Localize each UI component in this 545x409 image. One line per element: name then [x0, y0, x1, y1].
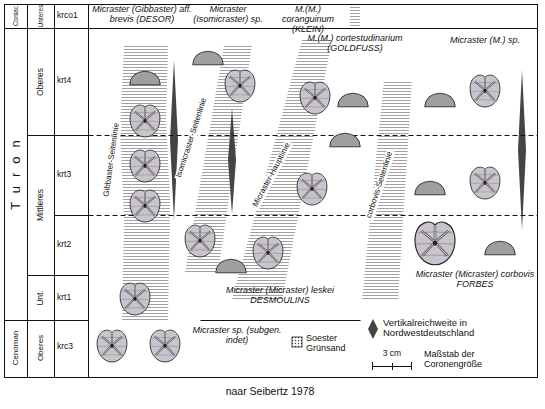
dashed-line: [89, 135, 538, 136]
table-lines: [5, 5, 538, 378]
top-view: [470, 167, 500, 199]
range-bar: [518, 70, 526, 230]
lineage-name: Micraster-Hauptlinie: [250, 140, 293, 210]
top-view: [150, 330, 180, 362]
row-line: [5, 320, 89, 321]
gibbaster-band: [120, 45, 170, 322]
species-name: Micraster (Gibbaster) aff. brevis (DESOR…: [92, 5, 192, 25]
scale-bar: [372, 362, 412, 370]
species-name: Micraster sp. (subgen. indet): [188, 326, 286, 346]
scale-value: 3 cm: [372, 349, 412, 358]
range-bars: [170, 60, 526, 230]
zone-code: krco1: [57, 11, 87, 20]
side-view: [485, 241, 516, 255]
greensand-symbol: [292, 337, 302, 347]
substage-name: Oberes: [36, 68, 45, 96]
side-view: [193, 51, 224, 65]
row-line: [55, 215, 89, 216]
species-name: Micraster (M.) sp.: [448, 36, 522, 46]
side-view: [415, 181, 446, 195]
lineage-name: Isomicraster-Seitenlinie: [174, 95, 209, 181]
lineage-name: Gibbaster-Seitenlinie: [102, 121, 122, 200]
range-symbol: [368, 319, 378, 339]
lineage-bands: [120, 6, 412, 322]
legend-text: Maßstab der Coronengröße: [424, 350, 532, 370]
top-view: [130, 105, 160, 137]
stage-name: Cenoman: [12, 331, 21, 366]
side-view: [425, 93, 456, 107]
species-name: Micraster (Micraster) leskei DESMOULINS: [204, 286, 356, 306]
top-view: [185, 225, 215, 257]
legend-text: Soester Grünsand: [306, 334, 362, 354]
row-line: [28, 275, 89, 276]
top-view: [97, 330, 127, 362]
zone-code: krt2: [57, 240, 87, 249]
top-view: [415, 222, 455, 265]
top-view: [470, 75, 500, 107]
column-line: [54, 5, 55, 378]
substage-name: Oberes: [37, 335, 46, 361]
zone-code: krc3: [57, 342, 87, 351]
top-view: [225, 70, 255, 102]
substage-name: Unt.: [36, 290, 45, 306]
top-view: [120, 283, 150, 315]
species-name: M.(M.) cortestudinarium (GOLDFUSS): [298, 34, 412, 54]
zone-code: krt1: [57, 293, 87, 302]
column-line: [27, 5, 28, 378]
side-view: [130, 71, 161, 85]
zone-code: krt3: [57, 170, 87, 179]
coranguinum-band: [350, 6, 360, 28]
side-view: [338, 93, 369, 107]
stage-name: Turon: [9, 131, 23, 218]
range-bar: [170, 60, 178, 220]
frame: [5, 5, 538, 378]
column-line: [88, 5, 89, 378]
row-line: [5, 28, 538, 29]
top-view: [297, 173, 327, 205]
substage-name: Mittleres: [36, 189, 45, 221]
top-view: [130, 190, 160, 222]
lineage-name: corbovis-Seitenlinie: [364, 149, 395, 222]
species-name: Micraster (Isomicraster) sp.: [186, 5, 270, 25]
caption: naar Seibertz 1978: [120, 386, 420, 398]
stage-name: Coniac: [12, 6, 19, 26]
range-bar: [228, 108, 236, 214]
echinoid-figures: [97, 51, 515, 362]
top-view: [130, 150, 160, 182]
legend-text: Vertikalreichweite in Nordwestdeutschlan…: [383, 318, 535, 339]
row-line: [28, 135, 89, 136]
top-view: [300, 82, 330, 114]
corbovis-band: [362, 80, 412, 300]
top-view: [253, 237, 283, 269]
side-view: [216, 259, 247, 273]
side-view: [330, 133, 361, 147]
substage-name: Unteres: [37, 5, 44, 28]
row-line: [201, 320, 361, 321]
species-name: M.(M.) coranguinum (KLEIN): [268, 5, 348, 35]
zone-code: krt4: [57, 76, 87, 85]
species-name: Micraster (Micraster) corbovis FORBES: [414, 270, 536, 290]
